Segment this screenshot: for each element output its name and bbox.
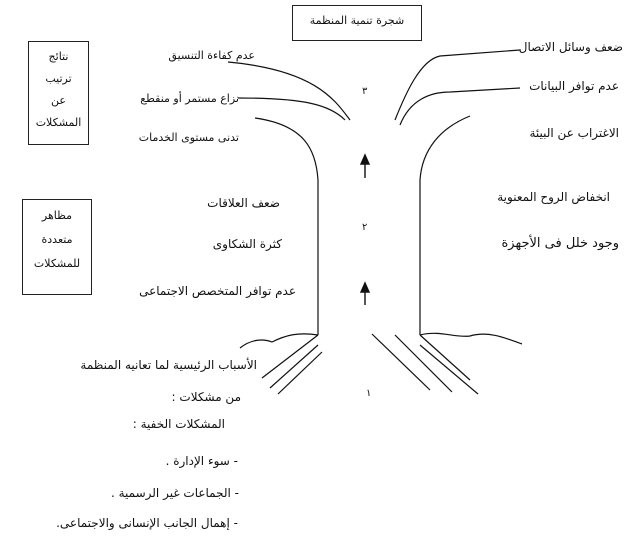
manifestations-line-1: مظاهر [41, 209, 73, 222]
level-number-3: ٣ [362, 86, 368, 97]
roots-text-line-2: من مشكلات : [171, 390, 241, 404]
roots-item-1: - سوء الإدارة . [165, 454, 238, 468]
root-right-2 [394, 334, 453, 393]
branch-label-left-3: تدنى مستوى الخدمات [138, 131, 239, 144]
manifestations-line-2: متعددة [41, 233, 73, 246]
root-mid [371, 333, 431, 391]
arrow-up-upper [359, 153, 371, 165]
title-box: شجرة تنمية المنظمة [292, 5, 422, 41]
trunk-right-edge [419, 115, 471, 335]
root-left-1 [261, 334, 319, 379]
arrow-up-lower [359, 281, 371, 293]
ground-line-left [239, 333, 319, 349]
branch-right-1 [394, 49, 521, 121]
manifestations-box: مظاهر متعددة للمشكلات [22, 199, 92, 295]
branch-label-right-1: ضعف وسائل الاتصال [518, 40, 623, 54]
results-line-1: نتائج [48, 50, 69, 63]
roots-text-line-1: الأسباب الرئيسية لما تعانيه المنظمة [80, 358, 257, 372]
branch-left-1 [227, 61, 351, 121]
roots-item-3: - إهمال الجانب الإنسانى والاجتماعى. [56, 516, 238, 530]
root-right-3 [419, 344, 479, 395]
results-line-4: المشكلات [35, 116, 82, 129]
branch-label-left-1: عدم كفاءة التنسيق [168, 49, 255, 62]
trunk-label-left-3: عدم توافر المتخصص الاجتماعى [139, 284, 296, 298]
results-line-2: ترتيب [45, 72, 72, 85]
trunk-label-right-2: وجود خلل فى الأجهزة [501, 236, 620, 251]
root-right-1 [419, 334, 471, 381]
manifestations-line-3: للمشكلات [33, 257, 81, 270]
roots-text-line-3: المشكلات الخفية : [132, 417, 225, 431]
branch-left-2 [237, 97, 346, 121]
trunk-label-left-2: كثرة الشكاوى [212, 237, 282, 251]
trunk-label-right-1: انخفاض الروح المعنوية [497, 190, 610, 204]
trunk-label-left-1: ضعف العلاقات [207, 196, 280, 210]
ground-line-right [419, 332, 523, 345]
level-number-2: ٢ [362, 222, 368, 233]
root-left-3 [277, 351, 323, 395]
diagram-title: شجرة تنمية المنظمة [309, 14, 405, 27]
roots-item-2: - الجماعات غير الرسمية . [110, 486, 239, 500]
branch-label-left-2: نزاع مستمر أو منقطع [140, 92, 239, 105]
branch-right-2 [399, 87, 521, 126]
results-line-3: عن [51, 94, 66, 107]
trunk-left-edge [254, 117, 319, 335]
level-number-1: ١ [366, 388, 372, 399]
root-left-2 [269, 344, 319, 389]
branch-label-right-2: عدم توافر البيانات [529, 79, 619, 93]
branch-label-right-3: الاغتراب عن البيئة [529, 126, 619, 140]
results-box: نتائج ترتيب عن المشكلات [28, 41, 89, 145]
